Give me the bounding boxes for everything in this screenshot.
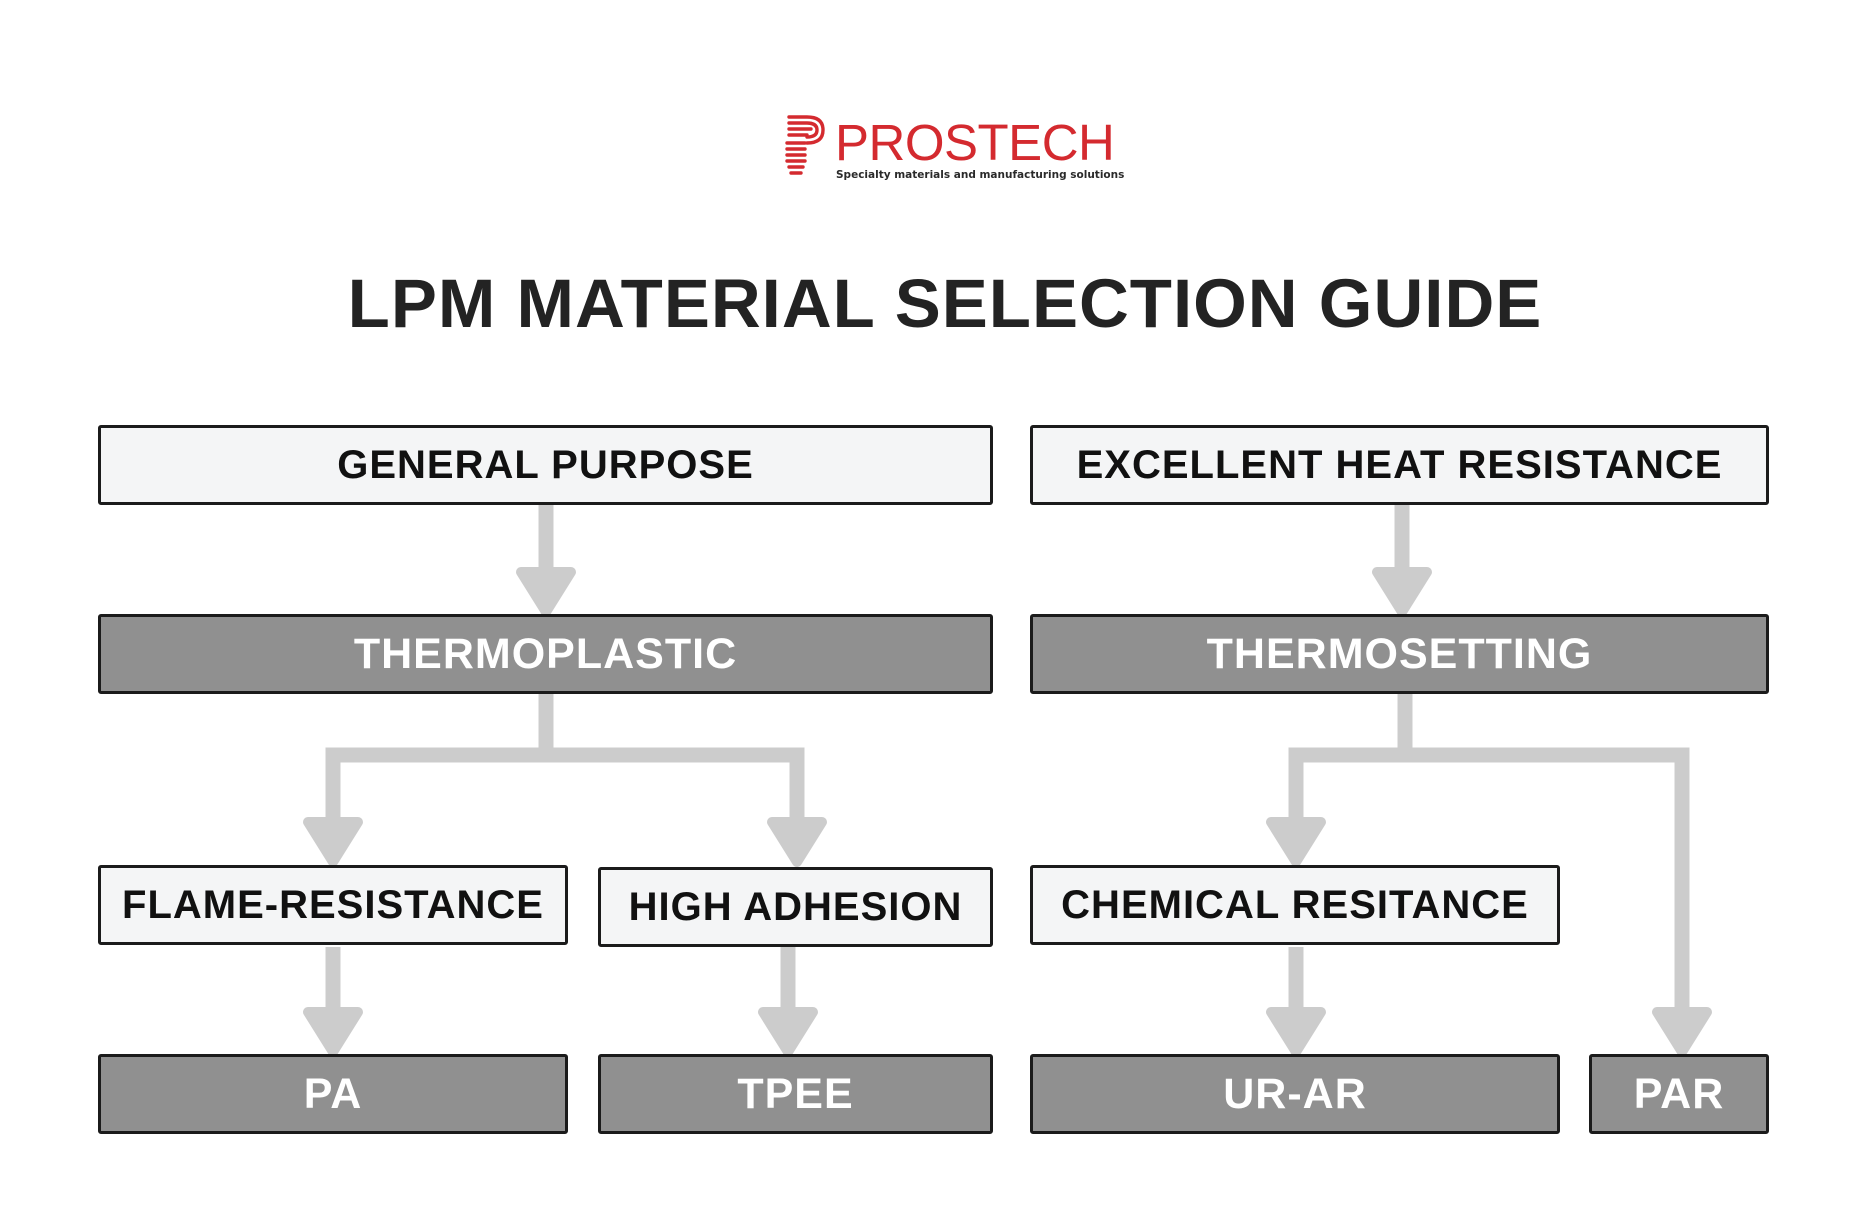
node-general-purpose: GENERAL PURPOSE (98, 425, 993, 505)
logo-wordmark: PROSTECH (835, 114, 1115, 171)
arrowhead-tpee (758, 1007, 818, 1057)
node-tpee: TPEE (598, 1054, 993, 1134)
arrowhead-ur-ar (1266, 1007, 1326, 1057)
node-high-adhesion: HIGH ADHESION (598, 867, 993, 947)
connector-thermoplastic-branches (325, 747, 805, 828)
node-chemical-resitance: CHEMICAL RESITANCE (1030, 865, 1560, 945)
node-thermosetting: THERMOSETTING (1030, 614, 1769, 694)
page-title: LPM MATERIAL SELECTION GUIDE (347, 265, 1543, 342)
node-thermoplastic: THERMOPLASTIC (98, 614, 993, 694)
node-flame-resistance: FLAME-RESISTANCE (98, 865, 568, 945)
prostech-mark-icon (785, 115, 825, 175)
node-ur-ar: UR-AR (1030, 1054, 1560, 1134)
arrowhead-pa (303, 1007, 363, 1057)
prostech-logo: PROSTECH Specialty materials and manufac… (783, 113, 1125, 183)
node-excellent-heat-resistance: EXCELLENT HEAT RESISTANCE (1030, 425, 1769, 505)
arrowhead-thermosetting (1372, 567, 1432, 617)
logo-tagline: Specialty materials and manufacturing so… (836, 169, 1125, 181)
node-pa: PA (98, 1054, 568, 1134)
node-par: PAR (1589, 1054, 1769, 1134)
arrowhead-flame-resistance (303, 817, 363, 867)
arrowhead-high-adhesion (767, 817, 827, 867)
connector-thermosetting-branches (1288, 747, 1690, 1018)
arrowhead-thermoplastic (516, 567, 576, 617)
arrowhead-par (1652, 1007, 1712, 1057)
arrowhead-chemical-resitance (1266, 817, 1326, 867)
